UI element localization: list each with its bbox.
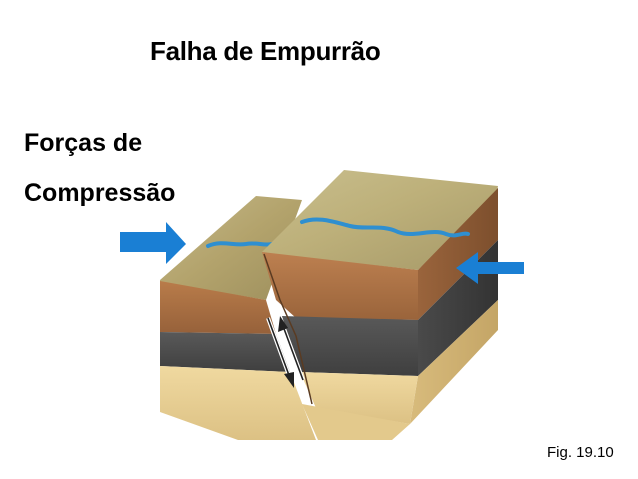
footwall-dark-layer [160,332,290,372]
compression-arrow-right-icon [456,252,524,284]
footwall-soil-layer [160,281,276,334]
hanging-wall-dark-layer [282,316,418,376]
hanging-wall-side-sand [410,300,498,424]
lower-sand-base [302,404,410,440]
hanging-wall-sand-layer [300,372,418,424]
hanging-wall-top-surface [262,170,498,270]
compression-arrow-left-icon [120,222,186,264]
footwall-river [206,241,274,248]
fault-slip-arrows [266,316,305,388]
fault-plane-line [263,253,313,405]
slip-arrow-up-icon [278,316,305,381]
hanging-wall-block [262,170,498,440]
figure-caption: Fig. 19.10 [547,444,614,461]
hanging-wall-river [300,217,470,238]
footwall-block [160,196,316,440]
forces-label-line2: Compressão [24,179,176,207]
hanging-wall-soil-layer [262,252,418,320]
footwall-sand-layer [160,366,316,440]
slip-arrow-down-icon [266,317,294,388]
diagram-title: Falha de Empurrão [150,36,381,66]
forces-label-line1: Forças de [24,129,143,157]
forces-label: Forças de Compressão [24,118,175,218]
hanging-wall-side-soil [418,188,498,320]
footwall-top-surface [160,196,302,300]
